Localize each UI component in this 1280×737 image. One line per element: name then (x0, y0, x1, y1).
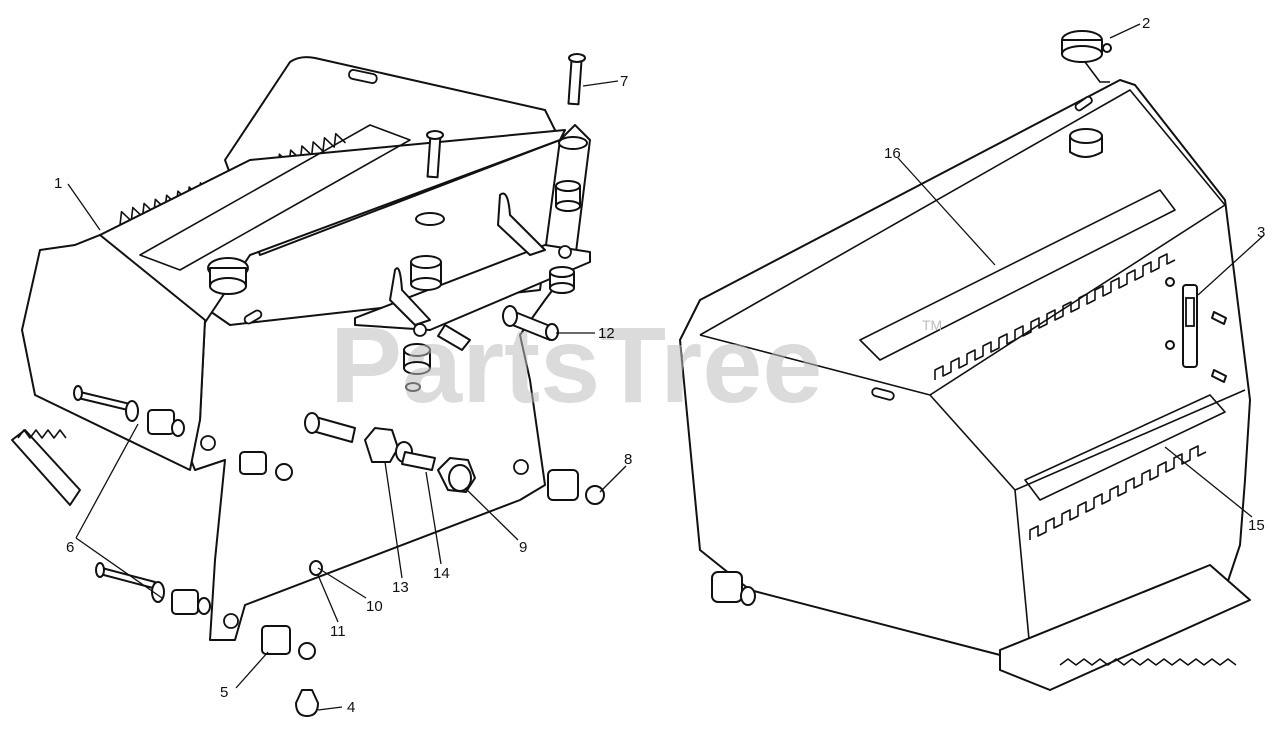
callout-16: 16 (884, 145, 901, 162)
callout-13: 13 (392, 579, 409, 596)
callout-5: 5 (220, 684, 228, 701)
pin-12 (502, 305, 559, 341)
callout-14: 14 (433, 565, 450, 582)
leader-lines (67, 23, 1264, 711)
watermark-text: PartsTree (330, 304, 822, 425)
latch-3 (1165, 277, 1227, 383)
callout-8: 8 (624, 451, 632, 468)
housing-right (679, 79, 1251, 691)
housing-left (11, 56, 591, 641)
callouts: 1 2 3 4 5 6 7 8 9 10 11 12 13 14 15 16 (54, 15, 1265, 716)
callout-3: 3 (1257, 224, 1265, 241)
side-hardware (73, 385, 605, 717)
fastener-stack (403, 53, 588, 392)
callout-1: 1 (54, 175, 62, 192)
callout-12: 12 (598, 325, 615, 342)
callout-7: 7 (620, 73, 628, 90)
mounting-bracket (354, 192, 591, 337)
callout-10: 10 (366, 598, 383, 615)
fill-cap-2 (1061, 30, 1112, 83)
callout-15: 15 (1248, 517, 1265, 534)
callout-11: 11 (330, 623, 346, 640)
callout-2: 2 (1142, 15, 1150, 32)
callout-9: 9 (519, 539, 527, 556)
callout-4: 4 (347, 699, 355, 716)
watermark-trademark: TM (922, 317, 942, 333)
callout-6: 6 (66, 539, 74, 556)
fittings (364, 427, 476, 493)
